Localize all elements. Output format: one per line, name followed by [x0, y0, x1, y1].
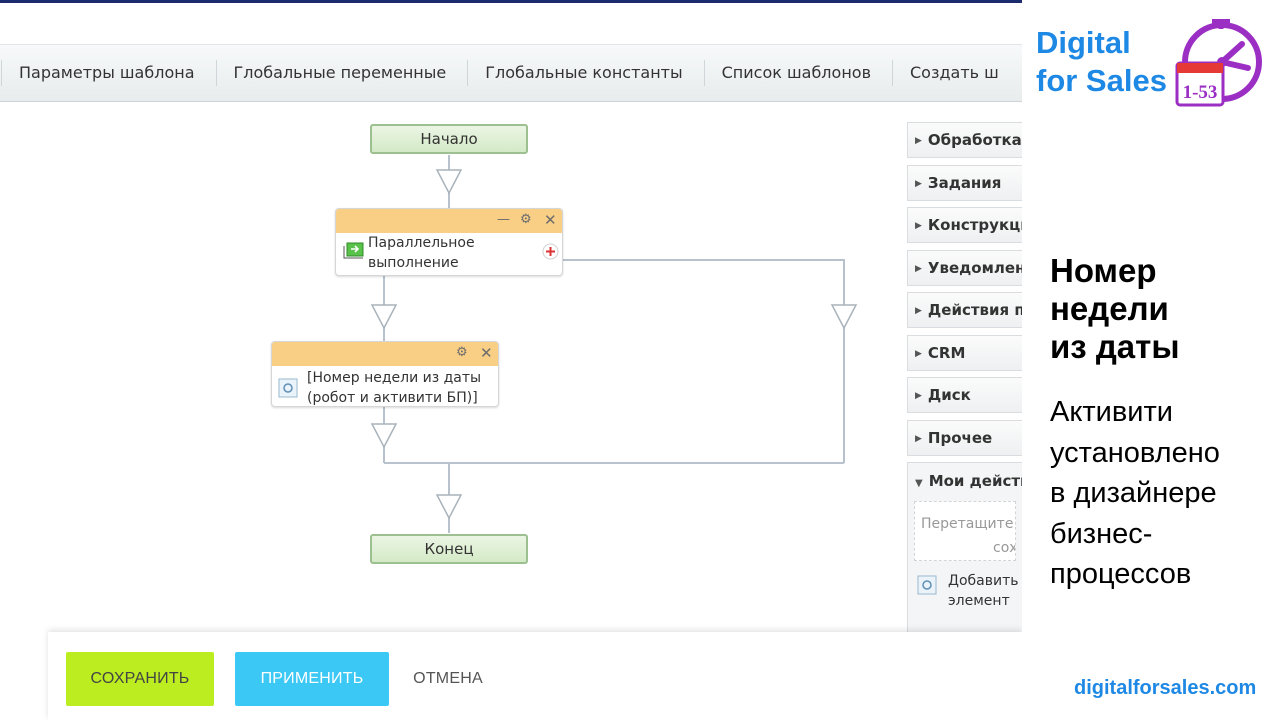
gear-icon[interactable]: ⚙ — [456, 345, 468, 360]
start-node[interactable]: Начало — [370, 124, 528, 154]
week-number-activity[interactable]: ⚙ ✕ [Номер недели из даты (робот и актив… — [271, 341, 499, 407]
sidebar-group-crm[interactable]: ▶CRM — [907, 334, 1022, 371]
site-link[interactable]: digitalforsales.com — [1074, 677, 1257, 699]
caret-right-icon: ▶ — [915, 306, 922, 316]
toolbar-template-params[interactable]: Параметры шаблона — [1, 60, 216, 86]
my-actions-header[interactable]: ▼Мои действ — [915, 472, 1022, 490]
arrow-activity — [370, 423, 398, 449]
robot-activity-icon — [917, 575, 937, 595]
caret-down-icon: ▼ — [915, 478, 923, 489]
parallel-label-line1: Параллельное — [368, 235, 475, 251]
toolbar-template-list[interactable]: Список шаблонов — [703, 60, 892, 86]
sidebar-group-tasks[interactable]: ▶Задания — [907, 164, 1022, 201]
close-icon[interactable]: ✕ — [480, 344, 493, 362]
caret-right-icon: ▶ — [915, 136, 922, 146]
brand-logo-text: Digital for Sales — [1036, 25, 1167, 98]
arrow-parallel-left — [370, 304, 398, 330]
caret-right-icon: ▶ — [915, 348, 922, 359]
badge-text: 1-53 — [1183, 82, 1218, 103]
designer-toolbar: Параметры шаблона Глобальные переменные … — [0, 44, 1022, 102]
activity-label-line2: (робот и активити БП)] — [307, 390, 478, 406]
cancel-button[interactable]: ОТМЕНА — [398, 652, 498, 706]
top-strip — [0, 0, 1022, 3]
caret-right-icon: ▶ — [915, 391, 922, 401]
toolbar-global-variables[interactable]: Глобальные переменные — [215, 60, 468, 86]
sidebar-group-my-actions: ▼Мои действ Перетащите с сох Добавить к … — [907, 462, 1022, 632]
parallel-activity-header: — ⚙ ✕ — [336, 209, 562, 233]
process-canvas: Начало — ⚙ ✕ Параллельное выполнение — [0, 103, 905, 633]
sidebar-group-actions[interactable]: ▶Действия пр — [907, 292, 1022, 328]
caret-right-icon: ▶ — [915, 178, 922, 189]
panel-description: Активити установлено в дизайнере бизнес-… — [1050, 396, 1220, 590]
apply-button[interactable]: ПРИМЕНИТЬ — [235, 652, 389, 706]
parallel-activity[interactable]: — ⚙ ✕ Параллельное выполнение — [335, 208, 563, 276]
caret-right-icon: ▶ — [915, 221, 922, 231]
add-element-item[interactable]: Добавить к элемент — [908, 563, 1022, 609]
arrow-parallel-right — [830, 304, 858, 330]
parallel-label-line2: выполнение — [368, 255, 459, 271]
activities-sidebar: ▶Обработка д ▶Задания ▶Конструкци ▶Уведо… — [907, 122, 1022, 632]
minimize-icon[interactable]: — — [497, 212, 510, 227]
info-panel: Digital for Sales 1-53 Номер недели из д… — [1022, 0, 1280, 720]
caret-right-icon: ▶ — [915, 263, 922, 274]
footer-bar: СОХРАНИТЬ ПРИМЕНИТЬ ОТМЕНА — [48, 632, 1022, 720]
gear-icon[interactable]: ⚙ — [520, 212, 532, 227]
robot-activity-icon — [278, 378, 298, 398]
save-button[interactable]: СОХРАНИТЬ — [66, 652, 214, 706]
add-branch-icon[interactable] — [542, 243, 559, 260]
sidebar-group-other[interactable]: ▶Прочее — [907, 419, 1022, 456]
toolbar-create[interactable]: Создать ш — [892, 60, 1020, 86]
connector-lines — [370, 155, 858, 533]
drop-zone[interactable]: Перетащите с сох — [914, 501, 1016, 561]
arrow-end — [435, 494, 463, 520]
activity-label-line1: [Номер недели из даты — [307, 370, 482, 386]
parallel-icon — [343, 242, 364, 259]
arrow-start — [435, 169, 463, 195]
panel-title: Номер недели из даты — [1050, 252, 1180, 365]
sidebar-group-notifications[interactable]: ▶Уведомлени — [907, 249, 1022, 286]
sidebar-group-processing[interactable]: ▶Обработка д — [907, 122, 1022, 158]
close-icon[interactable]: ✕ — [544, 211, 557, 229]
end-node[interactable]: Конец — [370, 534, 528, 564]
calendar-clock-icon: 1-53 — [1175, 19, 1262, 107]
caret-right-icon: ▶ — [915, 433, 922, 444]
sidebar-group-disk[interactable]: ▶Диск — [907, 377, 1022, 413]
sidebar-group-constructions[interactable]: ▶Конструкци — [907, 207, 1022, 243]
toolbar-global-constants[interactable]: Глобальные константы — [467, 60, 703, 86]
week-number-activity-header: ⚙ ✕ — [272, 342, 498, 366]
